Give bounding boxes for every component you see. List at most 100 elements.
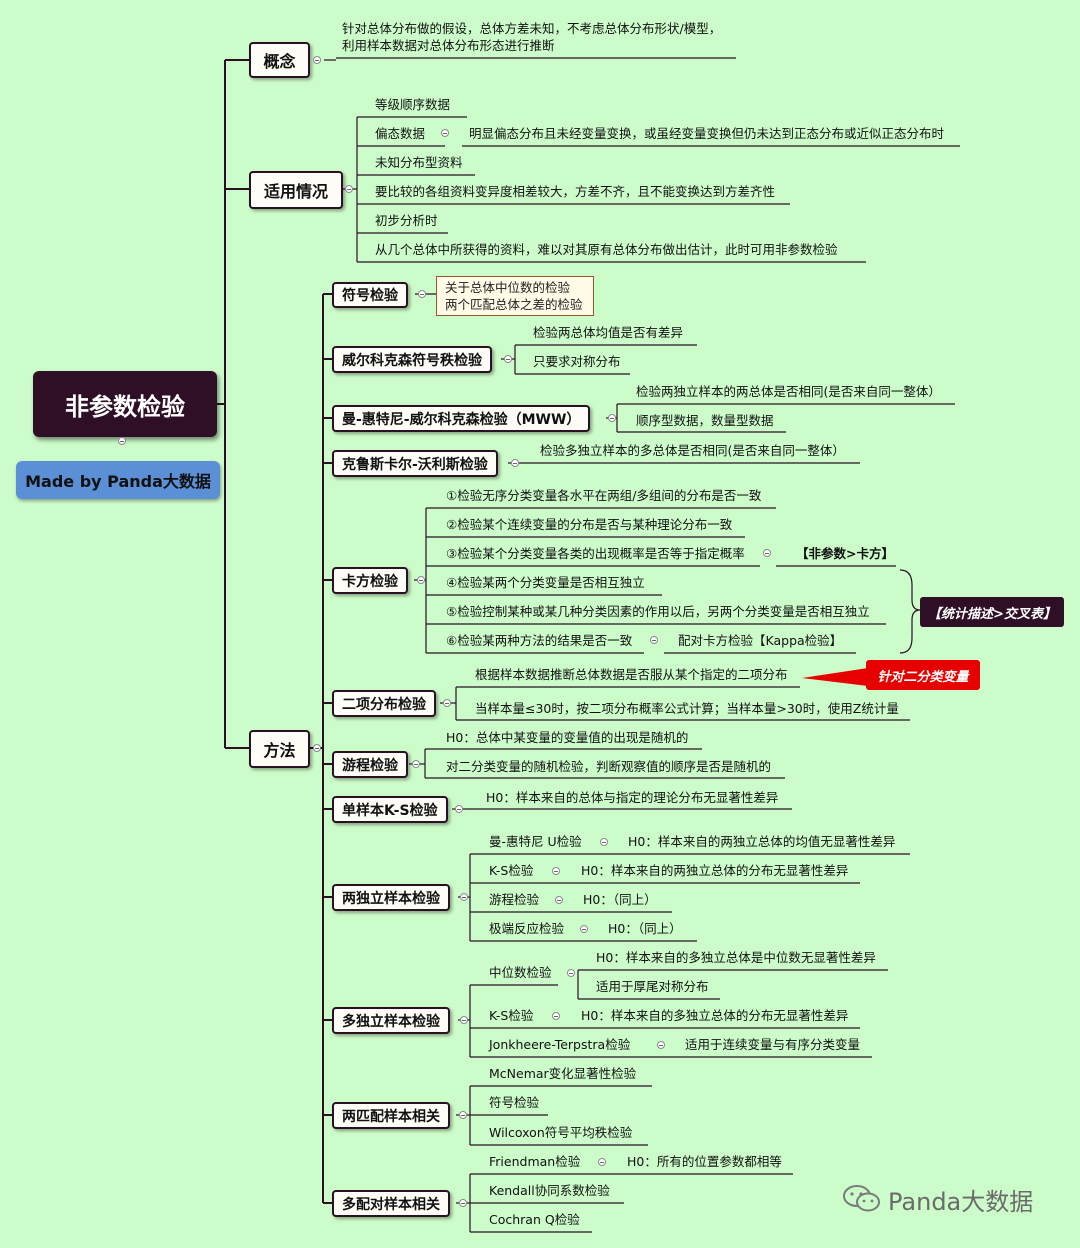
collapse-toggle-icon[interactable] xyxy=(418,290,426,298)
applicable-item: 偏态数据 xyxy=(375,126,426,141)
chi-note-3: 【非参数>卡方】 xyxy=(796,546,894,561)
mww-note: 检验两独立样本的两总体是否相同(是否来自同一整体） xyxy=(636,384,941,399)
watermark: Panda大数据 xyxy=(842,1182,1033,1216)
ks1-note: H0：样本来自的总体与指定的理论分布无显著性差异 xyxy=(486,790,779,805)
watermark-text: Panda大数据 xyxy=(888,1187,1034,1216)
multi-ind-median: 中位数检验 xyxy=(489,965,552,980)
method-ks-one-sample[interactable]: 单样本K-S检验 xyxy=(332,796,448,823)
method-multi-independent[interactable]: 多独立样本检验 xyxy=(332,1007,450,1034)
collapse-toggle-icon[interactable] xyxy=(460,1016,468,1024)
two-match-item: McNemar变化显著性检验 xyxy=(489,1066,637,1081)
collapse-toggle-icon[interactable] xyxy=(455,805,463,813)
chi-item: ⑥检验某两种方法的结果是否一致 xyxy=(446,633,633,648)
multi-ind-jt: Jonkheere-Terpstra检验 xyxy=(489,1037,631,1052)
collapse-toggle-icon[interactable] xyxy=(459,1111,467,1119)
collapse-toggle-icon[interactable] xyxy=(567,969,575,977)
callout-pointer xyxy=(802,668,868,686)
collapse-toggle-icon[interactable] xyxy=(313,744,321,752)
multi-match-friedman: Friendman检验 xyxy=(489,1154,581,1169)
method-chi-square[interactable]: 卡方检验 xyxy=(332,567,408,594)
collapse-toggle-icon[interactable] xyxy=(417,576,425,584)
collapse-toggle-icon[interactable] xyxy=(443,699,451,707)
method-binomial[interactable]: 二项分布检验 xyxy=(332,690,436,717)
credit-badge: Made by Panda大数据 xyxy=(16,461,220,499)
sign-note: 关于总体中位数的检验 xyxy=(445,280,571,295)
collapse-toggle-icon[interactable] xyxy=(580,925,588,933)
collapse-toggle-icon[interactable] xyxy=(657,1041,665,1049)
binary-variable-callout: 针对二分类变量 xyxy=(866,660,980,690)
collapse-toggle-icon[interactable] xyxy=(552,867,560,875)
multi-match-item: Cochran Q检验 xyxy=(489,1212,580,1227)
method-two-matched[interactable]: 两匹配样本相关 xyxy=(332,1102,450,1129)
method-mww[interactable]: 曼-惠特尼-威尔科克森检验（MWW） xyxy=(332,405,591,432)
collapse-toggle-icon[interactable] xyxy=(600,838,608,846)
two-ind-name: 极端反应检验 xyxy=(489,921,565,936)
two-ind-h: H0：（同上） xyxy=(608,921,682,936)
applicable-item: 从几个总体中所获得的资料，难以对其原有总体分布做出估计，此时可用非参数检验 xyxy=(375,242,838,257)
method-kruskal-wallis[interactable]: 克鲁斯卡尔-沃利斯检验 xyxy=(332,450,498,477)
collapse-toggle-icon[interactable] xyxy=(345,185,353,193)
collapse-toggle-icon[interactable] xyxy=(459,1199,467,1207)
two-ind-h: H0：（同上） xyxy=(583,892,657,907)
branch-concept[interactable]: 概念 xyxy=(249,42,310,78)
chi-item: ⑤检验控制某种或某几种分类因素的作用以后，另两个分类变量是否相互独立 xyxy=(446,604,870,619)
two-match-item: Wilcoxon符号平均秩检验 xyxy=(489,1125,633,1140)
kw-note: 检验多独立样本的多总体是否相同(是否来自同一整体） xyxy=(540,443,845,458)
applicable-item: 初步分析时 xyxy=(375,213,438,228)
chi-note-6: 配对卡方检验【Kappa检验】 xyxy=(678,633,843,648)
wechat-icon xyxy=(843,1185,880,1212)
chi-item: ③检验某个分类变量各类的出现概率是否等于指定概率 xyxy=(446,546,745,561)
two-ind-h: H0：样本来自的两独立总体的分布无显著性差异 xyxy=(581,863,849,878)
concept-text-1: 针对总体分布做的假设，总体方差未知，不考虑总体分布形状/模型， xyxy=(342,21,722,36)
multi-ind-ks: K-S检验 xyxy=(489,1008,534,1023)
method-sign-test[interactable]: 符号检验 xyxy=(332,282,408,308)
multi-ind-jt-note: 适用于连续变量与有序分类变量 xyxy=(685,1037,861,1052)
collapse-toggle-icon[interactable] xyxy=(608,414,616,422)
collapse-toggle-icon[interactable] xyxy=(511,459,519,467)
two-ind-h: H0：样本来自的两独立总体的均值无显著性差异 xyxy=(628,834,896,849)
applicable-item: 要比较的各组资料变异度相差较大，方差不齐，且不能变换达到方差齐性 xyxy=(375,184,776,199)
collapse-toggle-icon[interactable] xyxy=(504,355,512,363)
method-two-independent[interactable]: 两独立样本检验 xyxy=(332,884,450,911)
chi-item: ④检验某两个分类变量是否相互独立 xyxy=(446,575,645,590)
wilcoxon-note: 只要求对称分布 xyxy=(533,354,621,369)
sign-note: 两个匹配总体之差的检验 xyxy=(445,297,583,312)
multi-ind-ks-h: H0：样本来自的多独立总体的分布无显著性差异 xyxy=(581,1008,849,1023)
branch-applicable[interactable]: 适用情况 xyxy=(249,171,343,209)
chi-item: ①检验无序分类变量各水平在两组/多组间的分布是否一致 xyxy=(446,488,762,503)
runs-item: 对二分类变量的随机检验，判断观察值的顺序是否是随机的 xyxy=(446,759,772,774)
multi-match-item: Kendall协同系数检验 xyxy=(489,1183,610,1198)
collapse-toggle-icon[interactable] xyxy=(763,549,771,557)
applicable-item: 未知分布型资料 xyxy=(375,155,463,170)
multi-match-friedman-h: H0：所有的位置参数都相等 xyxy=(627,1154,782,1169)
applicable-item: 等级顺序数据 xyxy=(375,97,451,112)
root-node[interactable]: 非参数检验 xyxy=(33,371,217,437)
method-multi-matched[interactable]: 多配对样本相关 xyxy=(332,1190,450,1217)
method-wilcoxon[interactable]: 威尔科克森符号秩检验 xyxy=(332,346,492,373)
method-runs[interactable]: 游程检验 xyxy=(332,751,408,778)
collapse-toggle-icon[interactable] xyxy=(118,437,126,445)
applicable-item-detail: 明显偏态分布且未经变量变换，或虽经变量变换但仍未达到正态分布或近似正态分布时 xyxy=(469,126,945,141)
median-note: 适用于厚尾对称分布 xyxy=(596,979,709,994)
binom-item: 当样本量≤30时，按二项分布概率公式计算；当样本量>30时，使用Z统计量 xyxy=(475,701,899,716)
collapse-toggle-icon[interactable] xyxy=(598,1158,606,1166)
collapse-toggle-icon[interactable] xyxy=(650,636,658,644)
two-match-item: 符号检验 xyxy=(489,1095,540,1110)
branch-method[interactable]: 方法 xyxy=(249,730,310,768)
wilcoxon-note: 检验两总体均值是否有差异 xyxy=(533,325,684,340)
sign-test-notes: 关于总体中位数的检验 两个匹配总体之差的检验 xyxy=(436,276,594,316)
mww-note: 顺序型数据，数量型数据 xyxy=(636,413,774,428)
chi-item: ②检验某个连续变量的分布是否与某种理论分布一致 xyxy=(446,517,733,532)
collapse-toggle-icon[interactable] xyxy=(460,893,468,901)
runs-item: H0：总体中某变量的变量值的出现是随机的 xyxy=(446,730,689,745)
collapse-toggle-icon[interactable] xyxy=(412,760,420,768)
collapse-toggle-icon[interactable] xyxy=(555,896,563,904)
concept-text-2: 利用样本数据对总体分布形态进行推断 xyxy=(342,38,555,53)
collapse-toggle-icon[interactable] xyxy=(313,56,321,64)
collapse-toggle-icon[interactable] xyxy=(441,129,449,137)
binom-item: 根据样本数据推断总体数据是否服从某个指定的二项分布 xyxy=(475,667,788,682)
median-note: H0：样本来自的多独立总体是中位数无显著性差异 xyxy=(596,950,876,965)
collapse-toggle-icon[interactable] xyxy=(552,1012,560,1020)
two-ind-name: 曼-惠特尼 U检验 xyxy=(489,834,582,849)
